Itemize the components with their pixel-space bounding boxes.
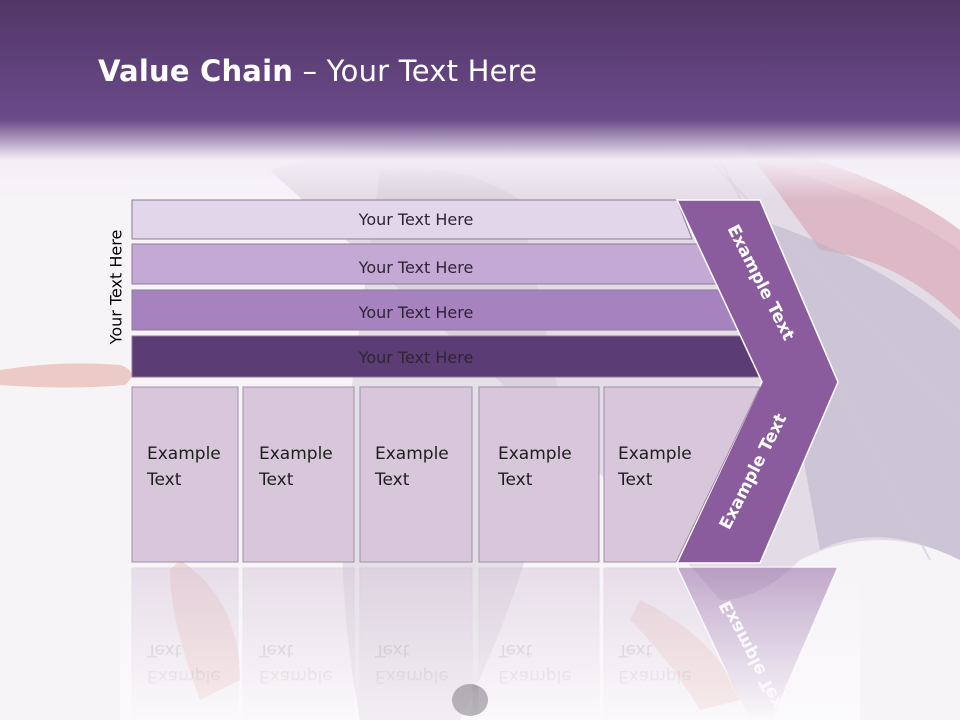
card-3: Example Text [359, 386, 473, 563]
card-1: Example Text [131, 386, 239, 563]
chevron: Example Text Example Text [675, 199, 839, 564]
band-3: Your Text Here [131, 289, 740, 331]
band-4-label: Your Text Here [358, 348, 474, 367]
card-1-line1: Example [147, 444, 221, 464]
band-2-label: Your Text Here [358, 258, 474, 277]
band-1: Your Text Here [131, 199, 693, 240]
slide-title-bold: Value Chain [98, 54, 294, 88]
card-4-line2: Text [497, 470, 533, 490]
card-2-line1: Example [259, 444, 333, 464]
card-5-line1: Example [618, 444, 692, 464]
card-3-line1: Example [375, 444, 449, 464]
card-3-line2: Text [374, 470, 410, 490]
card-2-line2: Text [258, 470, 294, 490]
umbrella-grey-panel [760, 220, 960, 560]
outstretched-arm [0, 363, 132, 388]
band-1-label: Your Text Here [358, 210, 474, 229]
reflection-fade [120, 564, 860, 720]
slide-title: Value Chain – Your Text Here [98, 54, 537, 88]
band-3-label: Your Text Here [358, 303, 474, 322]
card-5: Example Text [603, 386, 761, 563]
card-2: Example Text [242, 386, 355, 563]
reflection: Example Text Example Text Example Text E… [120, 564, 860, 720]
card-4: Example Text [478, 386, 600, 563]
chevron-shape [675, 199, 839, 564]
band-2: Your Text Here [131, 243, 717, 285]
title-band [0, 0, 960, 200]
card-4-line1: Example [498, 444, 572, 464]
slide-title-rest: – Your Text Here [293, 54, 538, 88]
band-4: Your Text Here [131, 335, 764, 378]
card-1-line2: Text [146, 470, 182, 490]
card-5-line2: Text [617, 470, 653, 490]
